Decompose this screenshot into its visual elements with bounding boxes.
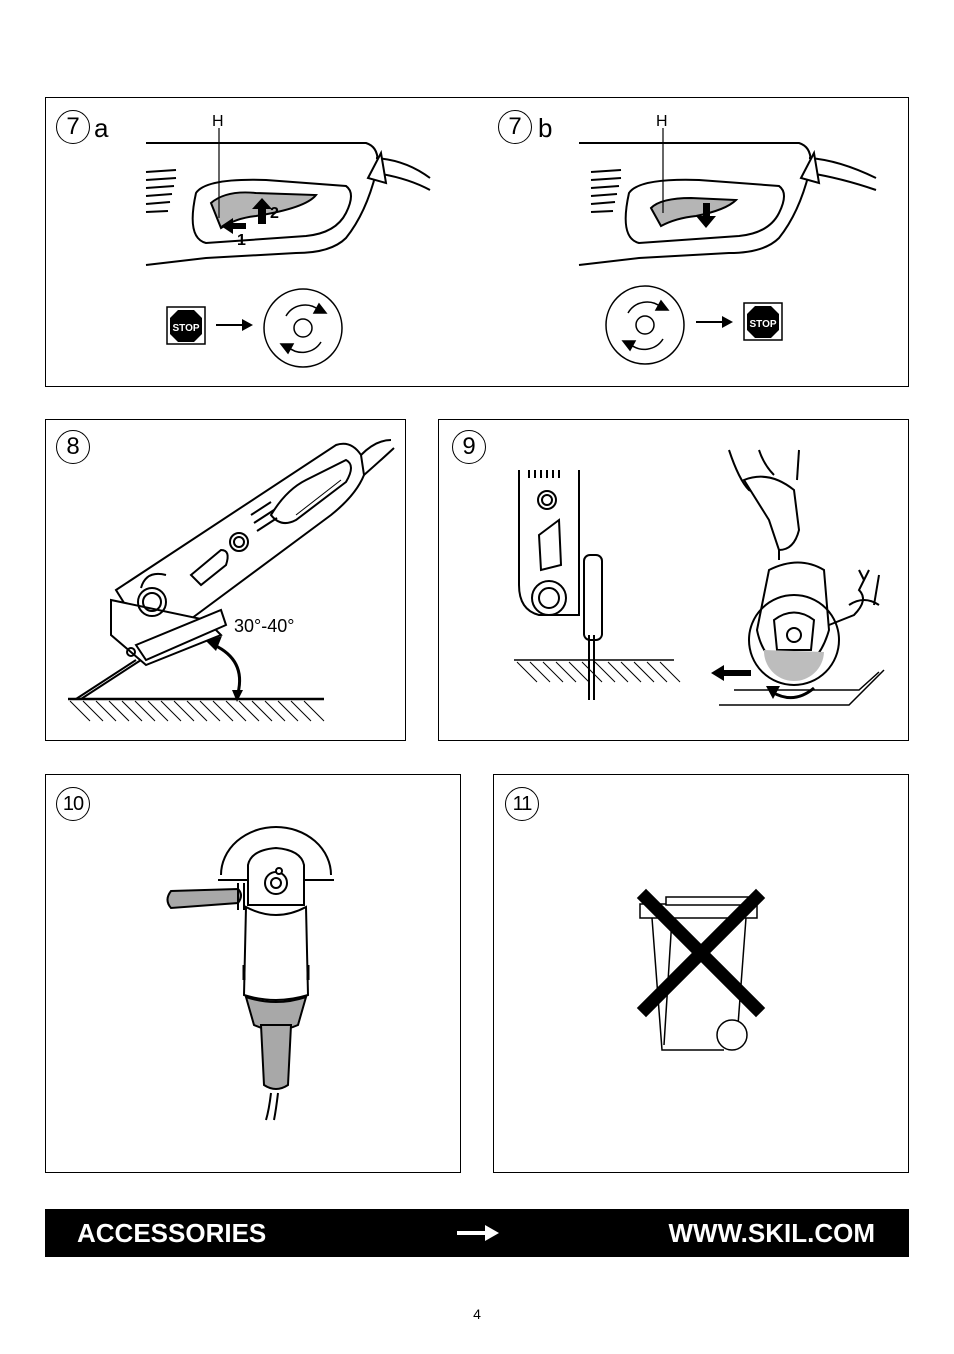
hatch-line — [225, 700, 247, 722]
hatch-line — [581, 661, 603, 683]
figure-8-panel: 8 30°-40° — [45, 419, 406, 741]
figure-number-7a: 7 — [56, 110, 90, 144]
hatch-line — [134, 700, 156, 722]
svg-text:STOP: STOP — [172, 323, 199, 334]
arrow-2-label: 2 — [270, 205, 279, 222]
stop-icon-7b: STOP — [743, 302, 783, 341]
hatch-line — [251, 700, 273, 722]
figure-number-9: 9 — [452, 430, 486, 464]
hatch-line — [238, 700, 260, 722]
hatch-line — [108, 700, 130, 722]
grinder-side-view-illustration — [518, 470, 603, 700]
figure-number-11: 11 — [505, 787, 539, 821]
arrow-left-icon — [711, 665, 751, 681]
hatch-line — [516, 661, 538, 683]
hatch-line — [607, 661, 629, 683]
figure-number-7b: 7 — [498, 110, 532, 144]
hatch-line — [212, 700, 234, 722]
accessories-label: ACCESSORIES — [77, 1218, 267, 1248]
svg-text:STOP: STOP — [749, 319, 776, 330]
hatch-line — [199, 700, 221, 722]
figure-7-illustration: H 2 1 STOP — [145, 113, 877, 368]
grinder-tilted-illustration — [75, 439, 395, 700]
crossed-bin-icon — [636, 888, 766, 1051]
hatch-line — [69, 700, 91, 722]
cutting-hands-illustration — [728, 449, 880, 686]
figure-10-illustration — [166, 826, 334, 1121]
figure-11-panel: 11 — [493, 774, 909, 1173]
figure-9-illustration — [514, 449, 885, 706]
hatch-line — [264, 700, 286, 722]
rotation-arrow-icon — [766, 686, 815, 700]
h-label-7a: H — [212, 113, 224, 130]
hatch-line — [121, 700, 143, 722]
figure-suffix-7a: a — [94, 113, 109, 143]
long-right-arrow-icon — [457, 1225, 499, 1241]
hatch-line — [568, 661, 590, 683]
hatch-line — [529, 661, 551, 683]
hatch-line — [147, 700, 169, 722]
hatch-line — [633, 661, 655, 683]
grinder-top-view-illustration — [166, 826, 334, 1121]
angle-label: 30°-40° — [234, 616, 294, 636]
arrow-right-icon — [696, 316, 733, 328]
handle-7b-illustration — [578, 142, 877, 266]
hatch-line — [82, 700, 104, 722]
hatch-line — [160, 700, 182, 722]
arrow-right-icon — [216, 319, 253, 331]
hatch-line — [594, 661, 616, 683]
hatch-line — [186, 700, 208, 722]
hatch-line — [555, 661, 577, 683]
page-number: 4 — [473, 1306, 481, 1322]
stop-icon-7a: STOP — [166, 306, 206, 345]
hatch-line — [542, 661, 564, 683]
arrow-left-icon — [221, 218, 246, 234]
hatch-line — [95, 700, 117, 722]
rotating-disc-icon-7b — [605, 285, 685, 365]
figure-suffix-7b: b — [538, 113, 553, 143]
arrow-up-icon — [252, 198, 272, 224]
figure-number-10: 10 — [56, 787, 90, 821]
hatch-line — [646, 661, 668, 683]
hatch-line — [290, 700, 312, 722]
rotating-disc-icon-7a — [263, 288, 343, 368]
figure-7-panel: 7 a 7 b H 2 1 STOP — [45, 97, 909, 387]
ground-surface — [68, 697, 325, 722]
figure-number-8: 8 — [56, 430, 90, 464]
arrow-1-label: 1 — [237, 232, 246, 249]
h-label-7b: H — [656, 113, 668, 130]
accessories-banner: ACCESSORIES WWW.SKIL.COM — [45, 1209, 909, 1257]
hatch-line — [277, 700, 299, 722]
figure-10-panel: 10 — [45, 774, 461, 1173]
figure-11-illustration — [636, 888, 766, 1051]
arrow-down-icon — [696, 203, 716, 228]
handle-7a-illustration — [145, 142, 431, 266]
angle-arc-icon — [206, 636, 243, 702]
hatch-line — [620, 661, 642, 683]
figure-8-illustration: 30°-40° — [68, 439, 395, 722]
hatch-line — [659, 661, 681, 683]
hatch-line — [173, 700, 195, 722]
website-link[interactable]: WWW.SKIL.COM — [668, 1218, 875, 1248]
figure-9-panel: 9 — [438, 419, 909, 741]
hatch-line — [303, 700, 325, 722]
ground-surface — [514, 659, 681, 683]
